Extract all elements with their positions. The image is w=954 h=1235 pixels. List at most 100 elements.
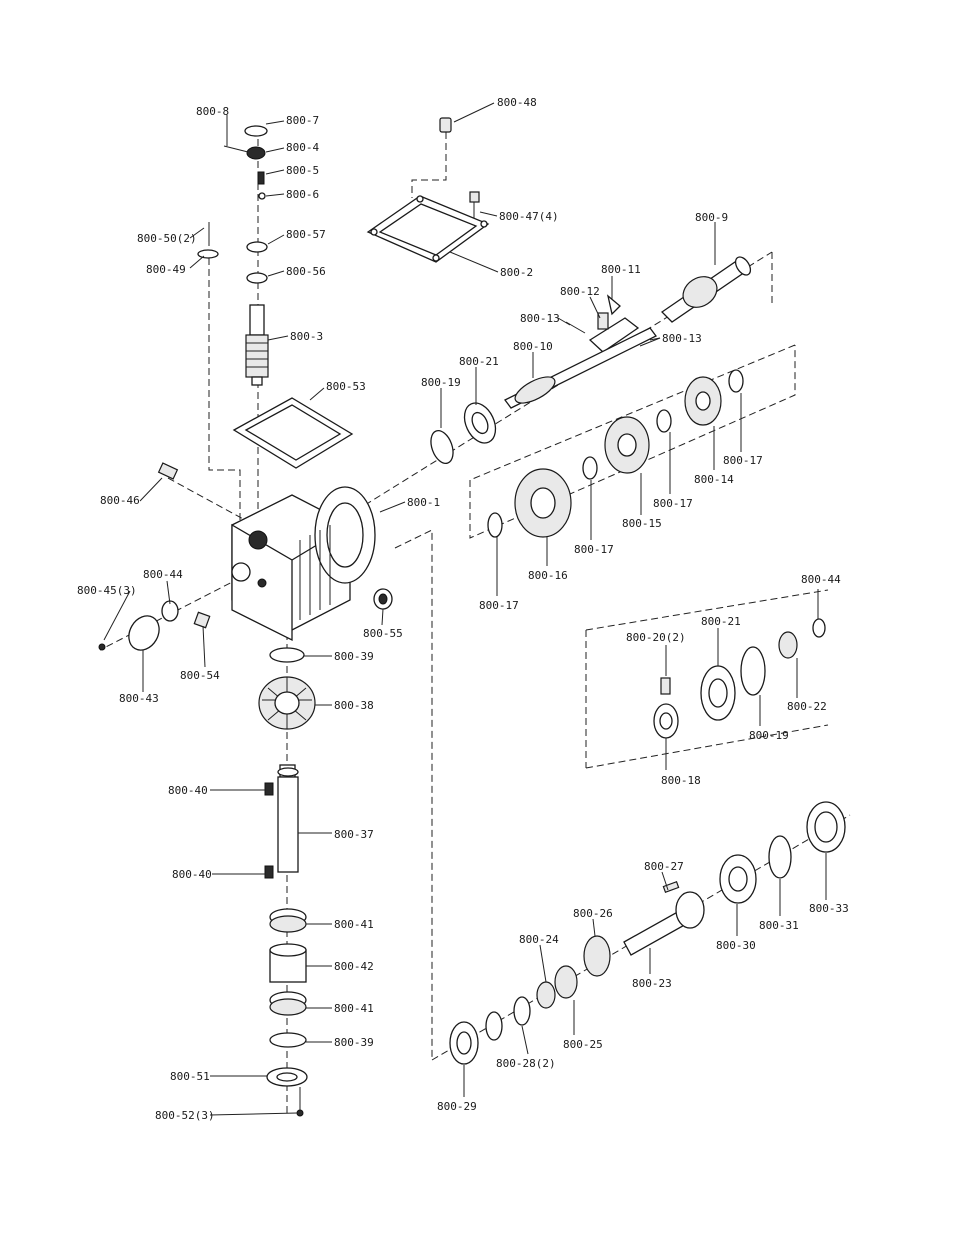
breather-800-48 xyxy=(439,117,452,133)
snap-ring-800-19-lower xyxy=(740,646,766,696)
label-800-57: 800-57 xyxy=(286,228,326,241)
label-800-49: 800-49 xyxy=(146,263,186,276)
bolt-800-47 xyxy=(469,191,480,218)
label-800-17-c: 800-17 xyxy=(574,543,614,556)
label-800-15: 800-15 xyxy=(622,517,662,530)
shaft-800-23 xyxy=(623,881,705,956)
leader-lines xyxy=(103,102,827,1116)
knob-800-4-7 xyxy=(223,125,268,200)
label-800-16: 800-16 xyxy=(528,569,568,582)
label-800-48: 800-48 xyxy=(497,96,537,109)
label-800-11: 800-11 xyxy=(601,263,641,276)
label-800-17-d: 800-17 xyxy=(479,599,519,612)
label-800-43: 800-43 xyxy=(119,692,159,705)
label-800-19-lower: 800-19 xyxy=(749,729,789,742)
rings-800-28 xyxy=(485,996,531,1041)
label-800-25: 800-25 xyxy=(563,1038,603,1051)
label-800-21-lower: 800-21 xyxy=(701,615,741,628)
gear-800-15 xyxy=(604,416,650,474)
seal-800-33 xyxy=(806,801,846,853)
cap-800-51 xyxy=(266,1067,308,1117)
label-800-52: 800-52(3) xyxy=(155,1109,215,1122)
label-800-28: 800-28(2) xyxy=(496,1057,556,1070)
label-800-50: 800-50(2) xyxy=(137,232,197,245)
snap-ring-800-39-top xyxy=(269,647,305,663)
bearing-800-21-upper xyxy=(463,402,497,444)
label-800-5: 800-5 xyxy=(286,164,319,177)
label-800-42: 800-42 xyxy=(334,960,374,973)
label-800-44-right: 800-44 xyxy=(801,573,841,586)
label-800-47: 800-47(4) xyxy=(499,210,559,223)
label-800-13-left: 800-13 xyxy=(520,312,560,325)
bearing-800-29 xyxy=(449,1021,479,1065)
fork-800-11-12-13 xyxy=(565,294,661,353)
label-800-13-right: 800-13 xyxy=(662,332,702,345)
shaft-800-3 xyxy=(245,304,269,386)
label-800-17-a: 800-17 xyxy=(723,454,763,467)
bearings-800-41 xyxy=(269,908,307,1016)
gear-800-38 xyxy=(258,676,316,730)
cap-800-22-44 xyxy=(778,618,826,659)
gearbox-housing-800-1 xyxy=(231,486,376,642)
label-800-30: 800-30 xyxy=(716,939,756,952)
label-800-31: 800-31 xyxy=(759,919,799,932)
label-800-55: 800-55 xyxy=(363,627,403,640)
label-800-6: 800-6 xyxy=(286,188,319,201)
label-800-37: 800-37 xyxy=(334,828,374,841)
label-800-38: 800-38 xyxy=(334,699,374,712)
label-800-40-bottom: 800-40 xyxy=(172,868,212,881)
label-800-4: 800-4 xyxy=(286,141,319,154)
label-800-54: 800-54 xyxy=(180,669,220,682)
label-800-22: 800-22 xyxy=(787,700,827,713)
shaft-800-10 xyxy=(504,327,657,409)
label-800-56: 800-56 xyxy=(286,265,326,278)
washers-800-17 xyxy=(487,369,744,538)
label-800-51: 800-51 xyxy=(170,1070,210,1083)
label-800-9: 800-9 xyxy=(695,211,728,224)
label-800-2: 800-2 xyxy=(500,266,533,279)
label-800-39-bottom: 800-39 xyxy=(334,1036,374,1049)
bearing-800-30 xyxy=(719,854,757,904)
label-800-26: 800-26 xyxy=(573,907,613,920)
label-800-39-top: 800-39 xyxy=(334,650,374,663)
label-800-17-b: 800-17 xyxy=(653,497,693,510)
top-cover-800-2 xyxy=(366,195,490,263)
label-800-40-top: 800-40 xyxy=(168,784,208,797)
label-800-18: 800-18 xyxy=(661,774,701,787)
label-800-46: 800-46 xyxy=(100,494,140,507)
label-800-7: 800-7 xyxy=(286,114,319,127)
label-800-1: 800-1 xyxy=(407,496,440,509)
label-800-14: 800-14 xyxy=(694,473,734,486)
label-800-8: 800-8 xyxy=(196,105,229,118)
label-800-27: 800-27 xyxy=(644,860,684,873)
washers-800-56-57 xyxy=(246,241,268,284)
gear-800-14 xyxy=(684,376,722,426)
snap-ring-800-19-upper xyxy=(430,430,454,464)
snap-ring-800-31 xyxy=(768,835,792,879)
label-800-21-upper: 800-21 xyxy=(459,355,499,368)
pin-800-49-50 xyxy=(197,222,219,259)
plug-800-54 xyxy=(193,611,211,629)
label-800-44-left: 800-44 xyxy=(143,568,183,581)
label-800-24: 800-24 xyxy=(519,933,559,946)
snap-ring-800-39-bottom xyxy=(269,1032,307,1048)
cover-800-43 xyxy=(98,600,179,651)
label-800-41-top: 800-41 xyxy=(334,918,374,931)
label-800-3: 800-3 xyxy=(290,330,323,343)
label-800-45: 800-45(3) xyxy=(77,584,137,597)
worm-shaft-800-9 xyxy=(660,256,752,323)
label-800-53: 800-53 xyxy=(326,380,366,393)
bearing-800-21-lower xyxy=(700,665,736,721)
gasket-800-53 xyxy=(232,397,354,469)
collar-800-18 xyxy=(653,677,679,739)
shaft-800-37 xyxy=(264,764,299,879)
plug-800-46 xyxy=(157,462,179,480)
gear-800-16 xyxy=(514,468,572,538)
label-800-20: 800-20(2) xyxy=(626,631,686,644)
label-800-29: 800-29 xyxy=(437,1100,477,1113)
label-800-19-upper: 800-19 xyxy=(421,376,461,389)
label-800-10: 800-10 xyxy=(513,340,553,353)
spacer-800-42 xyxy=(269,943,307,983)
label-800-41-bottom: 800-41 xyxy=(334,1002,374,1015)
